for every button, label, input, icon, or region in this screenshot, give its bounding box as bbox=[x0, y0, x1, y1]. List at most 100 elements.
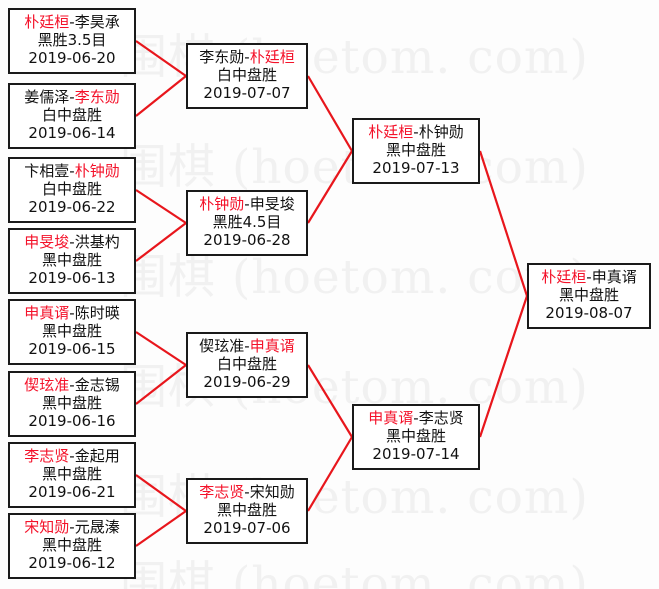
player-name-left: 朴钟勋 bbox=[199, 195, 245, 214]
player-name-right: 李昊承 bbox=[74, 13, 120, 32]
player-separator: - bbox=[244, 483, 250, 502]
match-result: 白中盘胜 bbox=[41, 180, 102, 199]
player-name-left: 宋知勋 bbox=[24, 518, 70, 537]
match-date: 2019-08-07 bbox=[545, 303, 633, 322]
match-result: 黑中盘胜 bbox=[558, 286, 619, 305]
player-name-right: 元晟溱 bbox=[74, 518, 120, 537]
match-result: 白中盘胜 bbox=[41, 106, 102, 125]
player-name-left: 申真谞 bbox=[368, 409, 414, 428]
player-separator: - bbox=[69, 162, 75, 181]
player-separator: - bbox=[69, 13, 75, 32]
match-players: 朴廷桓-申真谞 bbox=[541, 269, 636, 287]
match-players: 李志贤-金起用 bbox=[24, 448, 119, 466]
connector-line bbox=[135, 222, 187, 262]
match-date: 2019-06-14 bbox=[28, 123, 116, 142]
match-date: 2019-06-13 bbox=[28, 268, 116, 287]
match-players: 宋知勋-元晟溱 bbox=[24, 519, 119, 537]
match-result: 黑中盘胜 bbox=[41, 322, 102, 341]
player-separator: - bbox=[69, 518, 75, 537]
match-result: 黑中盘胜 bbox=[216, 501, 277, 520]
player-separator: - bbox=[69, 376, 75, 395]
player-name-left: 偰玹准 bbox=[24, 376, 70, 395]
match-date: 2019-06-16 bbox=[28, 411, 116, 430]
player-name-right: 申真谞 bbox=[249, 337, 295, 356]
match-result: 黑胜3.5目 bbox=[37, 31, 107, 50]
match-date: 2019-06-20 bbox=[28, 48, 116, 67]
match-players: 朴廷桓-李昊承 bbox=[24, 14, 119, 32]
player-name-right: 申真谞 bbox=[591, 268, 637, 287]
connector-line bbox=[135, 364, 187, 405]
player-separator: - bbox=[69, 233, 75, 252]
match-date: 2019-07-14 bbox=[372, 444, 460, 463]
player-name-right: 朴廷桓 bbox=[249, 48, 295, 67]
match-players: 偰玹准-申真谞 bbox=[199, 338, 294, 356]
player-separator: - bbox=[244, 337, 250, 356]
player-name-right: 李东勋 bbox=[74, 88, 120, 107]
match-players: 偰玹准-金志锡 bbox=[24, 377, 119, 395]
player-name-right: 朴钟勋 bbox=[74, 162, 120, 181]
player-separator: - bbox=[244, 195, 250, 214]
match-date: 2019-06-21 bbox=[28, 482, 116, 501]
player-name-left: 姜儒泽 bbox=[24, 88, 70, 107]
player-separator: - bbox=[586, 268, 592, 287]
player-name-right: 金起用 bbox=[74, 447, 120, 466]
player-name-right: 宋知勋 bbox=[249, 483, 295, 502]
match-players: 申真谞-陈时暎 bbox=[24, 305, 119, 323]
connector-line bbox=[135, 331, 187, 366]
player-name-left: 卞相壹 bbox=[24, 162, 70, 181]
player-name-left: 李志贤 bbox=[24, 447, 70, 466]
player-name-right: 朴钟勋 bbox=[418, 123, 464, 142]
connector-line bbox=[307, 436, 353, 512]
match-players: 李志贤-宋知勋 bbox=[199, 484, 294, 502]
match-players: 姜儒泽-李东勋 bbox=[24, 89, 119, 107]
match-result: 白中盘胜 bbox=[216, 355, 277, 374]
match-date: 2019-06-15 bbox=[28, 339, 116, 358]
match-date: 2019-06-28 bbox=[203, 230, 291, 249]
match-date: 2019-06-12 bbox=[28, 553, 116, 572]
connector-line bbox=[135, 474, 187, 512]
connector-line bbox=[135, 75, 187, 117]
player-name-left: 朴廷桓 bbox=[368, 123, 414, 142]
player-separator: - bbox=[244, 48, 250, 67]
player-name-left: 申真谞 bbox=[24, 304, 70, 323]
player-name-left: 李东勋 bbox=[199, 48, 245, 67]
player-name-left: 偰玹准 bbox=[199, 337, 245, 356]
match-players: 申真谞-李志贤 bbox=[368, 410, 463, 428]
player-name-left: 朴廷桓 bbox=[24, 13, 70, 32]
match-players: 申旻埈-洪基杓 bbox=[24, 234, 119, 252]
connector-line bbox=[478, 295, 529, 438]
player-separator: - bbox=[413, 123, 419, 142]
match-result: 黑中盘胜 bbox=[41, 465, 102, 484]
match-result: 黑中盘胜 bbox=[385, 427, 446, 446]
connector-line bbox=[307, 75, 353, 152]
player-name-left: 李志贤 bbox=[199, 483, 245, 502]
player-name-right: 李志贤 bbox=[418, 409, 464, 428]
connector-line bbox=[135, 510, 187, 547]
connector-line bbox=[307, 150, 353, 224]
match-date: 2019-07-07 bbox=[203, 83, 291, 102]
match-date: 2019-06-29 bbox=[203, 372, 291, 391]
match-result: 黑中盘胜 bbox=[385, 141, 446, 160]
connector-line bbox=[478, 150, 529, 297]
match-players: 卞相壹-朴钟勋 bbox=[24, 163, 119, 181]
connector-line bbox=[135, 189, 187, 224]
match-date: 2019-07-13 bbox=[372, 158, 460, 177]
player-name-left: 朴廷桓 bbox=[541, 268, 587, 287]
match-players: 朴廷桓-朴钟勋 bbox=[368, 124, 463, 142]
